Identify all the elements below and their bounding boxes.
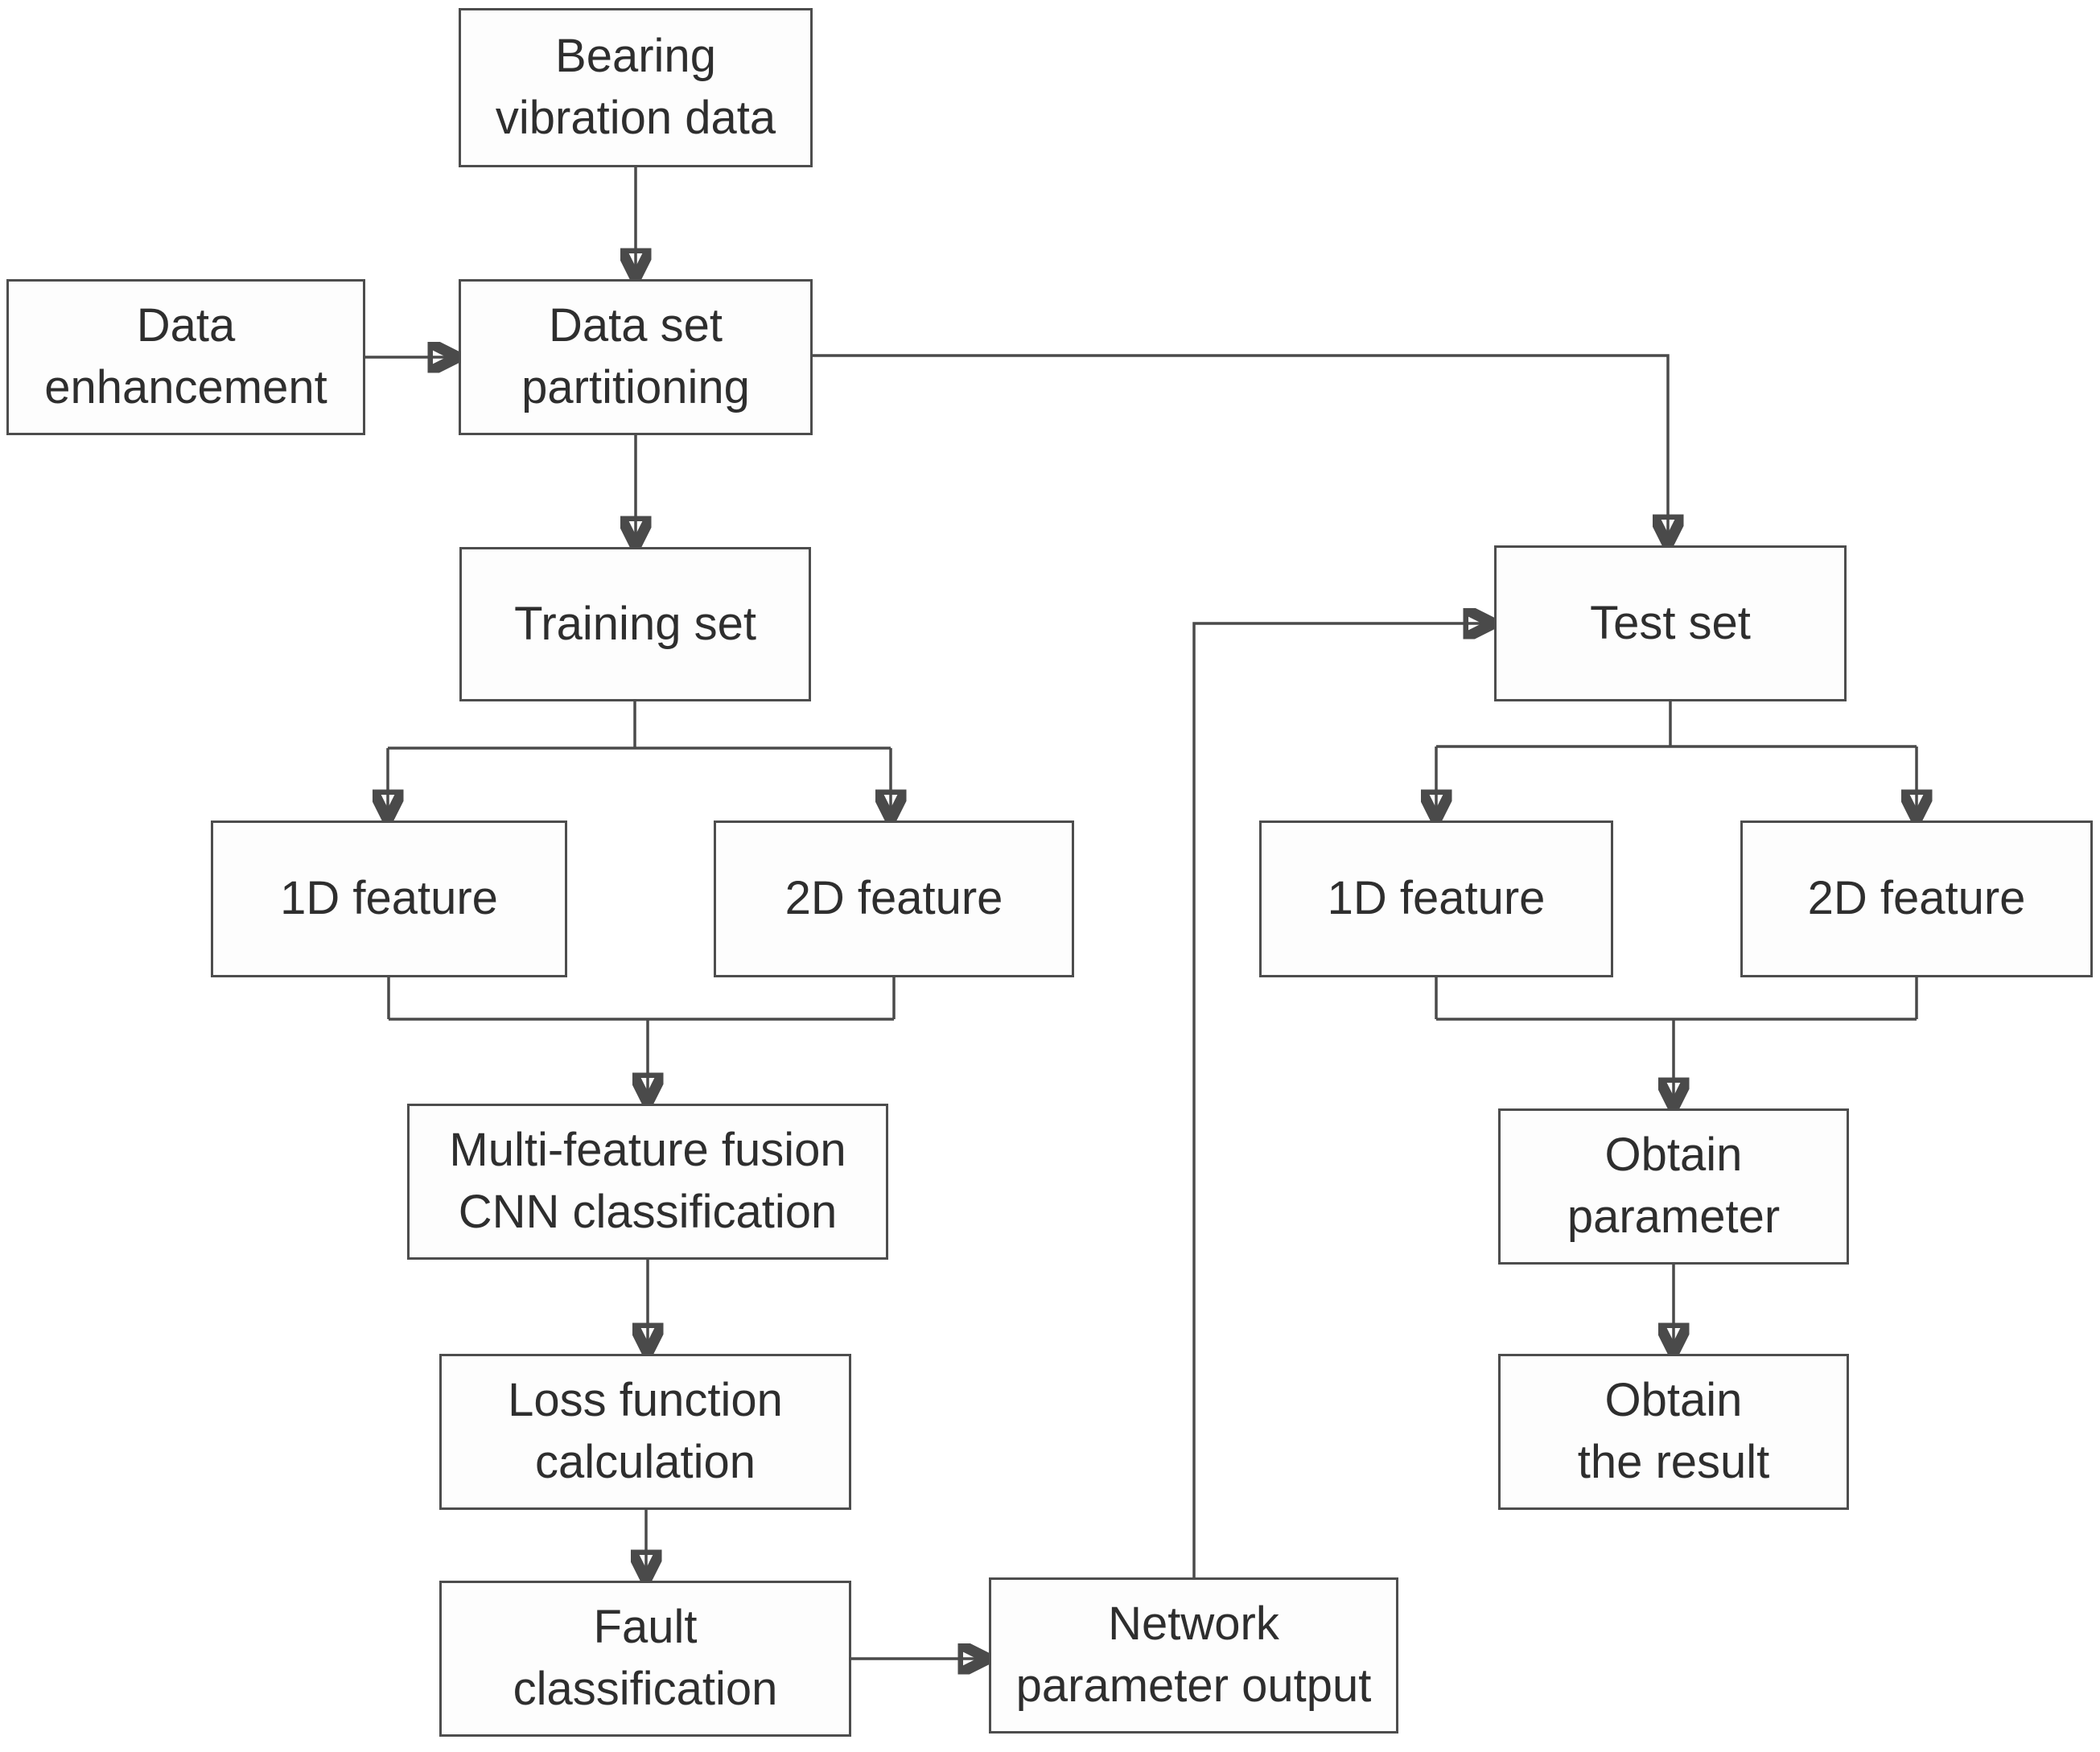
node-test-2d-feature: 2D feature [1740,820,2093,977]
node-data-enhancement: Data enhancement [6,279,365,435]
node-training-set: Training set [459,547,811,701]
node-data-set-partitioning: Data set partitioning [459,279,813,435]
node-network-parameter-output: Network parameter output [989,1577,1398,1733]
node-multi-feature-fusion-cnn: Multi-feature fusion CNN classification [407,1104,888,1260]
node-obtain-parameter: Obtain parameter [1498,1108,1849,1265]
edge-partitioning-to-test [813,354,1668,541]
node-loss-function-calculation: Loss function calculation [439,1354,851,1510]
node-fault-classification: Fault classification [439,1581,851,1737]
node-train-2d-feature: 2D feature [714,820,1074,977]
node-obtain-the-result: Obtain the result [1498,1354,1849,1510]
node-bearing-vibration-data: Bearing vibration data [459,8,813,167]
node-test-1d-feature: 1D feature [1259,820,1613,977]
edge-network-to-test [1192,623,1489,1577]
node-train-1d-feature: 1D feature [211,820,567,977]
node-test-set: Test set [1494,545,1847,701]
